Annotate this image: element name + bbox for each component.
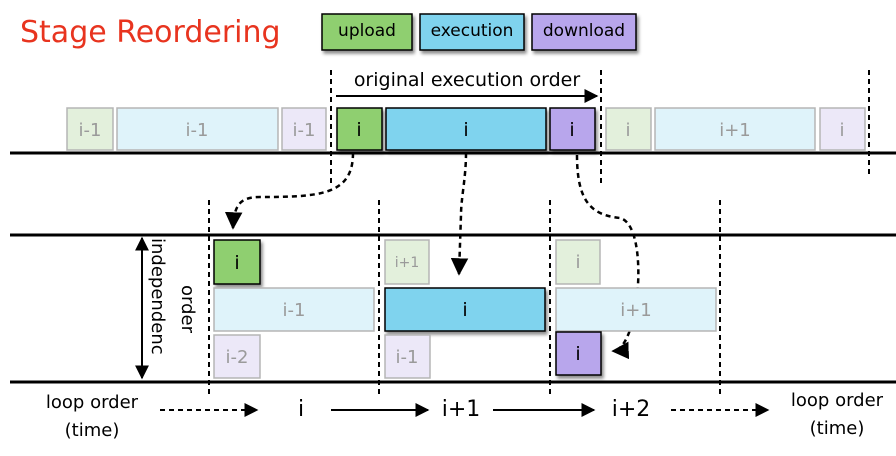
loop-order-right-line2: (time) (810, 418, 865, 439)
iteration-label-i-plus-1: i+1 (442, 397, 481, 422)
schedule-execution-i (384, 287, 546, 332)
reorder-connectors (224, 152, 640, 360)
top-block-execution-current-label: i (463, 119, 468, 141)
schedule-upload-i (213, 239, 261, 285)
loop-order-left-line2: (time) (65, 420, 120, 441)
top-block-upload-prev (66, 107, 114, 151)
original-order-label: original execution order (354, 69, 581, 91)
top-block-download-prev-label: i-1 (293, 120, 316, 141)
schedule-download-i (555, 331, 602, 376)
schedule-upload-i-label: i (234, 252, 239, 274)
legend-upload-label: upload (338, 21, 396, 41)
schedule-execution-i-label: i (462, 299, 467, 321)
top-block-upload-current-label: i (356, 119, 361, 141)
top-block-execution-prev-label: i-1 (186, 120, 209, 141)
schedule-download-i-minus-2-label: i-2 (226, 347, 249, 368)
schedule-download-i-minus-1 (384, 334, 431, 379)
top-block-execution-next-label: i+1 (719, 120, 751, 141)
download-connector-arrow (575, 154, 640, 360)
top-timeline: original execution order i-1 i-1 i-1 i i… (10, 69, 896, 186)
execution-connector-arrow (450, 152, 469, 276)
schedule-download-i-minus-2 (213, 334, 261, 379)
order-label: order (177, 285, 198, 334)
schedule-execution-i-minus-1 (213, 287, 375, 332)
top-block-upload-next (605, 107, 652, 151)
schedule-execution-i-plus-1 (555, 287, 717, 332)
schedule-upload-i-plus-1 (384, 239, 430, 285)
top-block-upload-prev-label: i-1 (79, 120, 102, 141)
top-block-execution-next (654, 107, 816, 151)
schedule-upload-i-plus-1-label: i+1 (395, 255, 420, 271)
upload-connector-arrow (224, 152, 355, 230)
legend-upload-swatch (321, 13, 413, 51)
schedule-execution-i-plus-1-label: i+1 (620, 300, 652, 321)
independence-label: independenc (147, 238, 168, 355)
schedule-download-i-minus-1-label: i-1 (396, 347, 419, 368)
loop-order-axis: loop order (time) i i+1 i+2 loop order (… (46, 390, 884, 441)
top-block-download-prev (281, 107, 327, 151)
top-block-download-current-label: i (569, 119, 574, 141)
top-block-execution-current (385, 107, 547, 151)
top-block-execution-prev (116, 107, 279, 151)
loop-order-right-line1: loop order (791, 390, 884, 411)
top-block-upload-current (336, 107, 383, 151)
legend-execution-swatch (419, 13, 525, 51)
schedule-upload-i-plus-2 (555, 239, 601, 285)
schedule-execution-i-minus-1-label: i-1 (283, 300, 306, 321)
diagram-title: Stage Reordering (20, 15, 281, 50)
schedule-download-i-label: i (575, 343, 580, 365)
legend-execution-label: execution (431, 21, 514, 41)
iteration-label-i: i (298, 397, 304, 422)
top-block-download-next (819, 107, 866, 151)
top-block-upload-next-label: i (625, 120, 630, 141)
reordered-schedule: independenc order i i-1 i-2 i+1 i i-1 i … (10, 200, 896, 396)
schedule-upload-i-plus-2-label: i (575, 252, 580, 273)
top-block-download-current (549, 107, 596, 151)
legend-download-swatch (531, 13, 637, 51)
legend-download-label: download (543, 21, 625, 41)
iteration-label-i-plus-2: i+2 (612, 397, 651, 422)
top-block-download-next-label: i (839, 120, 844, 141)
loop-order-left-line1: loop order (46, 392, 139, 413)
legend: upload execution download (321, 13, 637, 51)
